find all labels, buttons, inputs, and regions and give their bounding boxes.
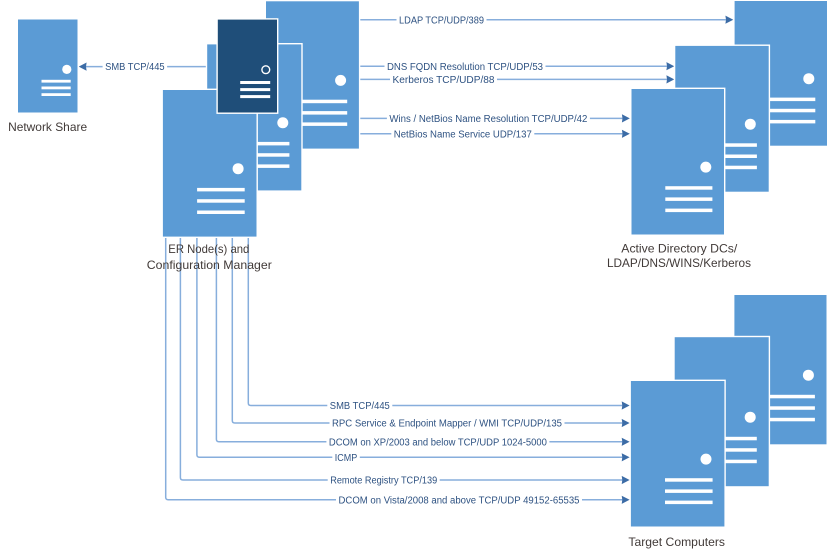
svg-text:Remote Registry TCP/139: Remote Registry TCP/139 [330,476,437,487]
svg-text:ER Node(s) and: ER Node(s) and [168,242,249,256]
svg-text:Kerberos TCP/UDP/88: Kerberos TCP/UDP/88 [393,75,495,86]
svg-text:DNS FQDN Resolution TCP/UDP/53: DNS FQDN Resolution TCP/UDP/53 [387,62,543,73]
svg-text:NetBios Name Service UDP/137: NetBios Name Service UDP/137 [394,129,532,140]
svg-text:Configuration Manager: Configuration Manager [147,258,272,272]
svg-text:DCOM on XP/2003 and below TCP/: DCOM on XP/2003 and below TCP/UDP 1024-5… [329,437,547,448]
svg-text:Wins / NetBios Name Resolution: Wins / NetBios Name Resolution TCP/UDP/4… [389,114,587,125]
svg-text:LDAP TCP/UDP/389: LDAP TCP/UDP/389 [399,15,484,26]
svg-text:SMB TCP/445: SMB TCP/445 [330,401,390,412]
svg-text:SMB TCP/445: SMB TCP/445 [105,62,165,73]
svg-text:RPC Service & Endpoint Mapper: RPC Service & Endpoint Mapper / WMI TCP/… [332,419,562,430]
svg-text:ICMP: ICMP [335,453,358,464]
svg-text:Active Directory DCs/: Active Directory DCs/ [621,242,738,256]
svg-text:DCOM on Vista/2008 and above T: DCOM on Vista/2008 and above TCP/UDP 491… [339,495,580,506]
svg-text:Target Computers: Target Computers [628,535,725,549]
svg-text:LDAP/DNS/WINS/Kerberos: LDAP/DNS/WINS/Kerberos [607,256,751,270]
svg-text:Network Share: Network Share [8,120,87,134]
